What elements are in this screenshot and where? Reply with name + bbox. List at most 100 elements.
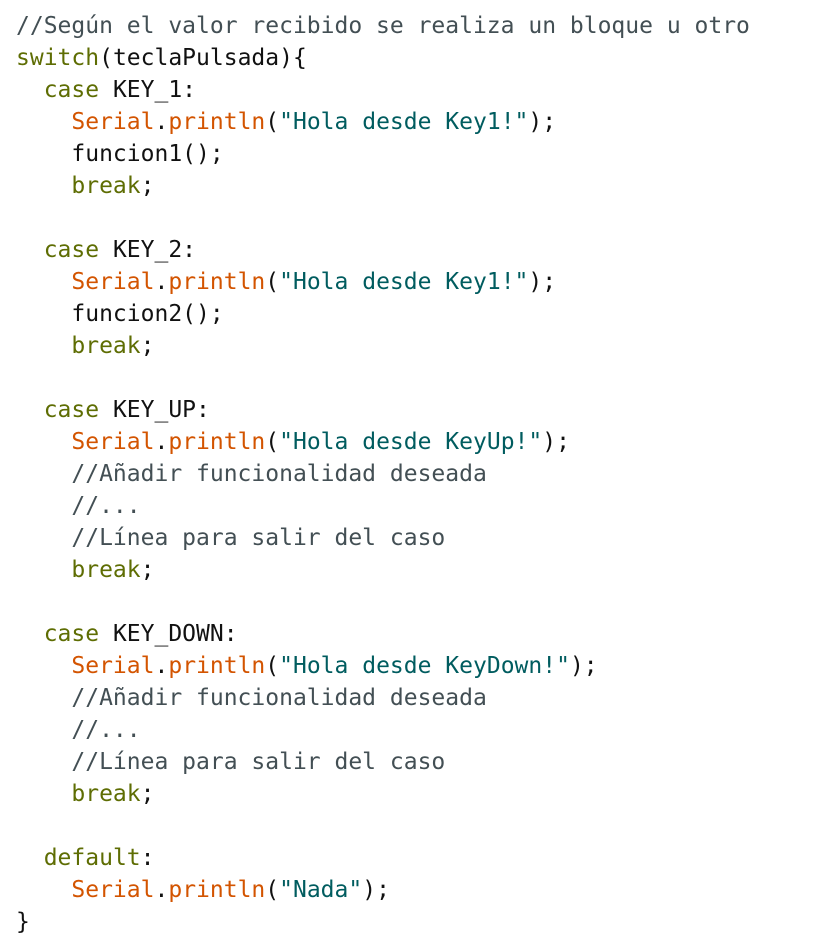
code-token-comment: //Añadir funcionalidad deseada	[71, 461, 487, 487]
code-token-comment: //Línea para salir del caso	[71, 525, 446, 551]
code-token-plain: .	[154, 877, 169, 903]
code-token-plain: (	[265, 429, 280, 455]
code-token-plain	[16, 749, 71, 775]
code-token-plain: funcion1();	[16, 141, 224, 167]
code-token-plain: :	[140, 845, 155, 871]
code-token-string: "Hola desde Key1!"	[279, 109, 529, 135]
code-token-keyword: break	[71, 557, 141, 583]
code-token-plain	[16, 781, 71, 807]
code-line: default:	[16, 842, 824, 874]
code-token-method: println	[168, 877, 266, 903]
code-token-plain: KEY_DOWN:	[99, 621, 238, 647]
code-token-plain: }	[16, 909, 30, 935]
code-token-string: "Hola desde KeyDown!"	[279, 653, 570, 679]
code-token-plain: KEY_2:	[99, 237, 197, 263]
code-token-class: Serial	[71, 877, 155, 903]
code-token-keyword: case	[43, 237, 100, 263]
code-token-plain	[16, 493, 71, 519]
code-line	[16, 586, 824, 618]
code-token-plain: ;	[140, 333, 155, 359]
code-token-plain: );	[362, 877, 390, 903]
code-token-plain: .	[154, 269, 169, 295]
code-token-class: Serial	[71, 269, 155, 295]
code-token-plain	[16, 77, 44, 103]
code-token-keyword: case	[43, 397, 100, 423]
code-line: }	[16, 906, 824, 938]
code-token-plain	[16, 109, 71, 135]
code-line: Serial.println("Hola desde Key1!");	[16, 266, 824, 298]
code-token-keyword: switch	[16, 45, 100, 71]
code-token-plain	[16, 397, 44, 423]
code-token-plain: (	[265, 653, 280, 679]
code-token-comment: //...	[71, 493, 141, 519]
code-token-string: "Hola desde KeyUp!"	[279, 429, 543, 455]
code-token-plain: KEY_1:	[99, 77, 197, 103]
code-token-plain: (teclaPulsada){	[99, 45, 307, 71]
code-token-plain	[16, 653, 71, 679]
code-token-plain	[16, 877, 71, 903]
code-line: break;	[16, 330, 824, 362]
code-token-plain: funcion2();	[16, 301, 224, 327]
code-line: break;	[16, 170, 824, 202]
code-token-plain	[16, 557, 71, 583]
code-token-class: Serial	[71, 653, 155, 679]
code-token-keyword: case	[43, 77, 100, 103]
code-token-plain	[16, 621, 44, 647]
code-token-plain: (	[265, 109, 280, 135]
code-token-plain: );	[528, 109, 557, 135]
code-token-plain: );	[528, 269, 557, 295]
code-line: //...	[16, 490, 824, 522]
code-token-plain: );	[569, 653, 598, 679]
code-line: switch(teclaPulsada){	[16, 42, 824, 74]
code-token-plain	[16, 237, 44, 263]
code-token-plain: (	[265, 269, 280, 295]
code-token-method: println	[168, 429, 266, 455]
code-token-keyword: default	[43, 845, 141, 871]
code-token-comment: //Según el valor recibido se realiza un …	[16, 13, 750, 39]
code-token-plain	[16, 269, 71, 295]
code-line: //...	[16, 714, 824, 746]
code-line: Serial.println("Hola desde KeyUp!");	[16, 426, 824, 458]
code-line: funcion1();	[16, 138, 824, 170]
code-line: Serial.println("Hola desde KeyDown!");	[16, 650, 824, 682]
code-token-plain	[16, 333, 71, 359]
code-token-comment: //Línea para salir del caso	[71, 749, 446, 775]
code-line: case KEY_1:	[16, 74, 824, 106]
code-token-keyword: break	[71, 173, 141, 199]
code-line: break;	[16, 778, 824, 810]
code-token-keyword: break	[71, 781, 141, 807]
code-token-plain: ;	[140, 781, 155, 807]
code-line: break;	[16, 554, 824, 586]
code-token-plain: ;	[140, 557, 155, 583]
code-token-plain	[16, 525, 71, 551]
code-line	[16, 202, 824, 234]
code-token-plain: .	[154, 429, 169, 455]
code-line	[16, 362, 824, 394]
code-token-method: println	[168, 109, 266, 135]
code-line: case KEY_UP:	[16, 394, 824, 426]
code-token-method: println	[168, 653, 266, 679]
code-token-plain: );	[542, 429, 570, 455]
code-token-plain: KEY_UP:	[99, 397, 210, 423]
code-line: //Línea para salir del caso	[16, 522, 824, 554]
code-line: Serial.println("Hola desde Key1!");	[16, 106, 824, 138]
code-token-plain	[16, 429, 71, 455]
code-token-plain: .	[154, 653, 169, 679]
code-line: case KEY_DOWN:	[16, 618, 824, 650]
code-token-class: Serial	[71, 109, 155, 135]
code-line: //Línea para salir del caso	[16, 746, 824, 778]
code-token-plain: ;	[140, 173, 155, 199]
code-token-plain	[16, 717, 71, 743]
code-token-class: Serial	[71, 429, 155, 455]
code-token-plain	[16, 173, 71, 199]
code-token-plain	[16, 685, 71, 711]
code-line	[16, 810, 824, 842]
code-line: Serial.println("Nada");	[16, 874, 824, 906]
code-token-plain: .	[154, 109, 169, 135]
code-token-keyword: break	[71, 333, 141, 359]
code-line: //Añadir funcionalidad deseada	[16, 458, 824, 490]
code-token-comment: //Añadir funcionalidad deseada	[71, 685, 487, 711]
code-token-plain: (	[265, 877, 280, 903]
code-token-keyword: case	[43, 621, 100, 647]
